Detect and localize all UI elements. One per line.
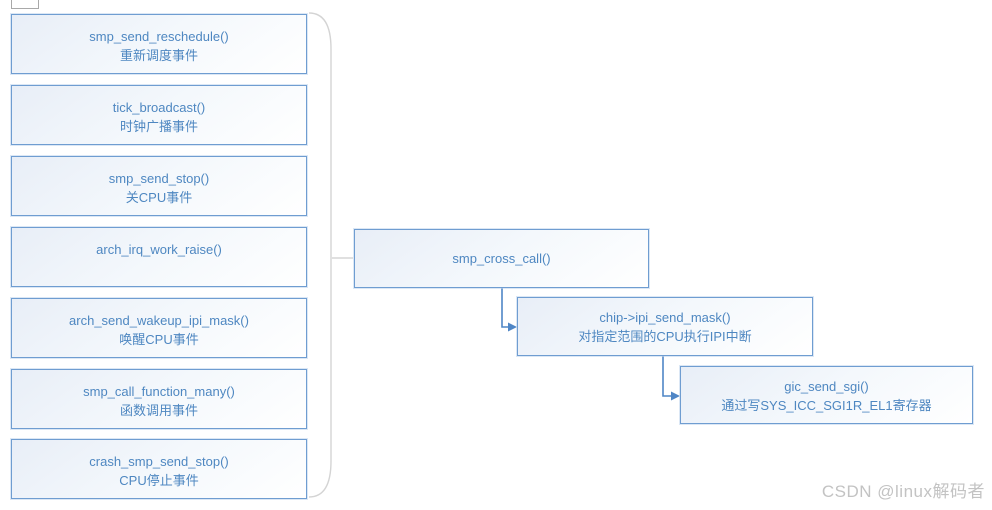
chip-to-gic-connector	[662, 356, 671, 397]
node-code: gic_send_sgi()	[784, 379, 869, 394]
crosscall-to-chip-connector	[501, 288, 508, 328]
node-code: arch_irq_work_raise()	[96, 242, 222, 257]
node-smp-send-reschedule: smp_send_reschedule() 重新调度事件	[11, 14, 307, 74]
clipped-shape-fragment	[11, 0, 39, 9]
node-code: smp_send_stop()	[108, 171, 210, 186]
node-smp-cross-call: smp_cross_call()	[354, 229, 649, 288]
node-label: 对指定范围的CPU执行IPI中断	[578, 329, 752, 344]
node-code: crash_smp_send_stop()	[89, 454, 229, 469]
crosscall-to-chip-arrowhead	[508, 322, 517, 332]
node-smp-call-function-many: smp_call_function_many() 函数调用事件	[11, 369, 307, 429]
node-smp-send-stop: smp_send_stop() 关CPU事件	[11, 156, 307, 216]
node-label: 重新调度事件	[119, 48, 198, 63]
node-code: chip->ipi_send_mask()	[599, 310, 731, 325]
node-code: smp_cross_call()	[452, 251, 551, 266]
node-gic-send-sgi: gic_send_sgi() 通过写SYS_ICC_SGI1R_EL1寄存器	[680, 366, 973, 424]
node-arch-send-wakeup-ipi-mask: arch_send_wakeup_ipi_mask() 唤醒CPU事件	[11, 298, 307, 358]
node-label: 函数调用事件	[119, 403, 198, 418]
node-label: CPU停止事件	[119, 473, 199, 488]
node-code: smp_send_reschedule()	[89, 29, 229, 44]
csdn-watermark: CSDN @linux解码者	[821, 482, 985, 501]
node-label: 关CPU事件	[125, 190, 193, 205]
grouping-brace	[308, 12, 332, 498]
node-arch-irq-work-raise: arch_irq_work_raise()	[11, 227, 307, 287]
node-tick-broadcast: tick_broadcast() 时钟广播事件	[11, 85, 307, 145]
node-label: 时钟广播事件	[119, 119, 198, 134]
node-crash-smp-send-stop: crash_smp_send_stop() CPU停止事件	[11, 439, 307, 499]
node-label: 通过写SYS_ICC_SGI1R_EL1寄存器	[721, 398, 932, 413]
node-label: 唤醒CPU事件	[119, 332, 199, 347]
node-code: tick_broadcast()	[112, 100, 206, 115]
node-code: smp_call_function_many()	[83, 384, 235, 399]
chip-to-gic-arrowhead	[671, 391, 680, 401]
node-chip-ipi-send-mask: chip->ipi_send_mask() 对指定范围的CPU执行IPI中断	[517, 297, 813, 356]
node-code: arch_send_wakeup_ipi_mask()	[69, 313, 249, 328]
